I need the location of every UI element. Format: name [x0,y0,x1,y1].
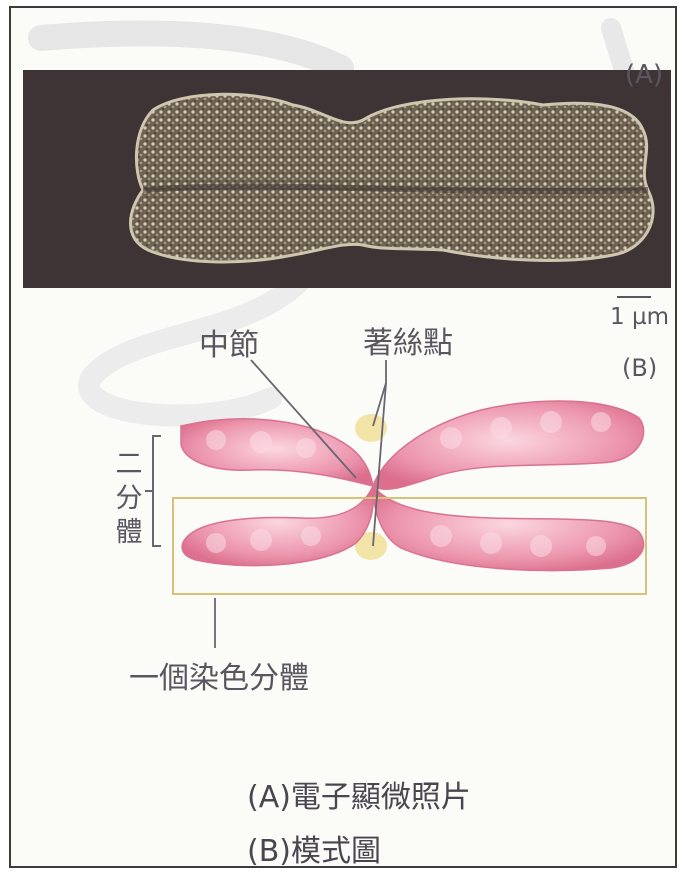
upper-left-arm [181,419,373,486]
chromosome-schematic [11,8,677,868]
dyad-bracket [153,436,161,546]
dyad-label: 二分體 [114,448,144,550]
caption-b: (B)模式圖 [247,826,381,868]
one-chromatid-label: 一個染色分體 [129,653,309,697]
figure-frame: (A) 1 µm 中節 著絲點 (B) [9,6,677,868]
caption-a: (A)電子顯微照片 [247,772,471,816]
